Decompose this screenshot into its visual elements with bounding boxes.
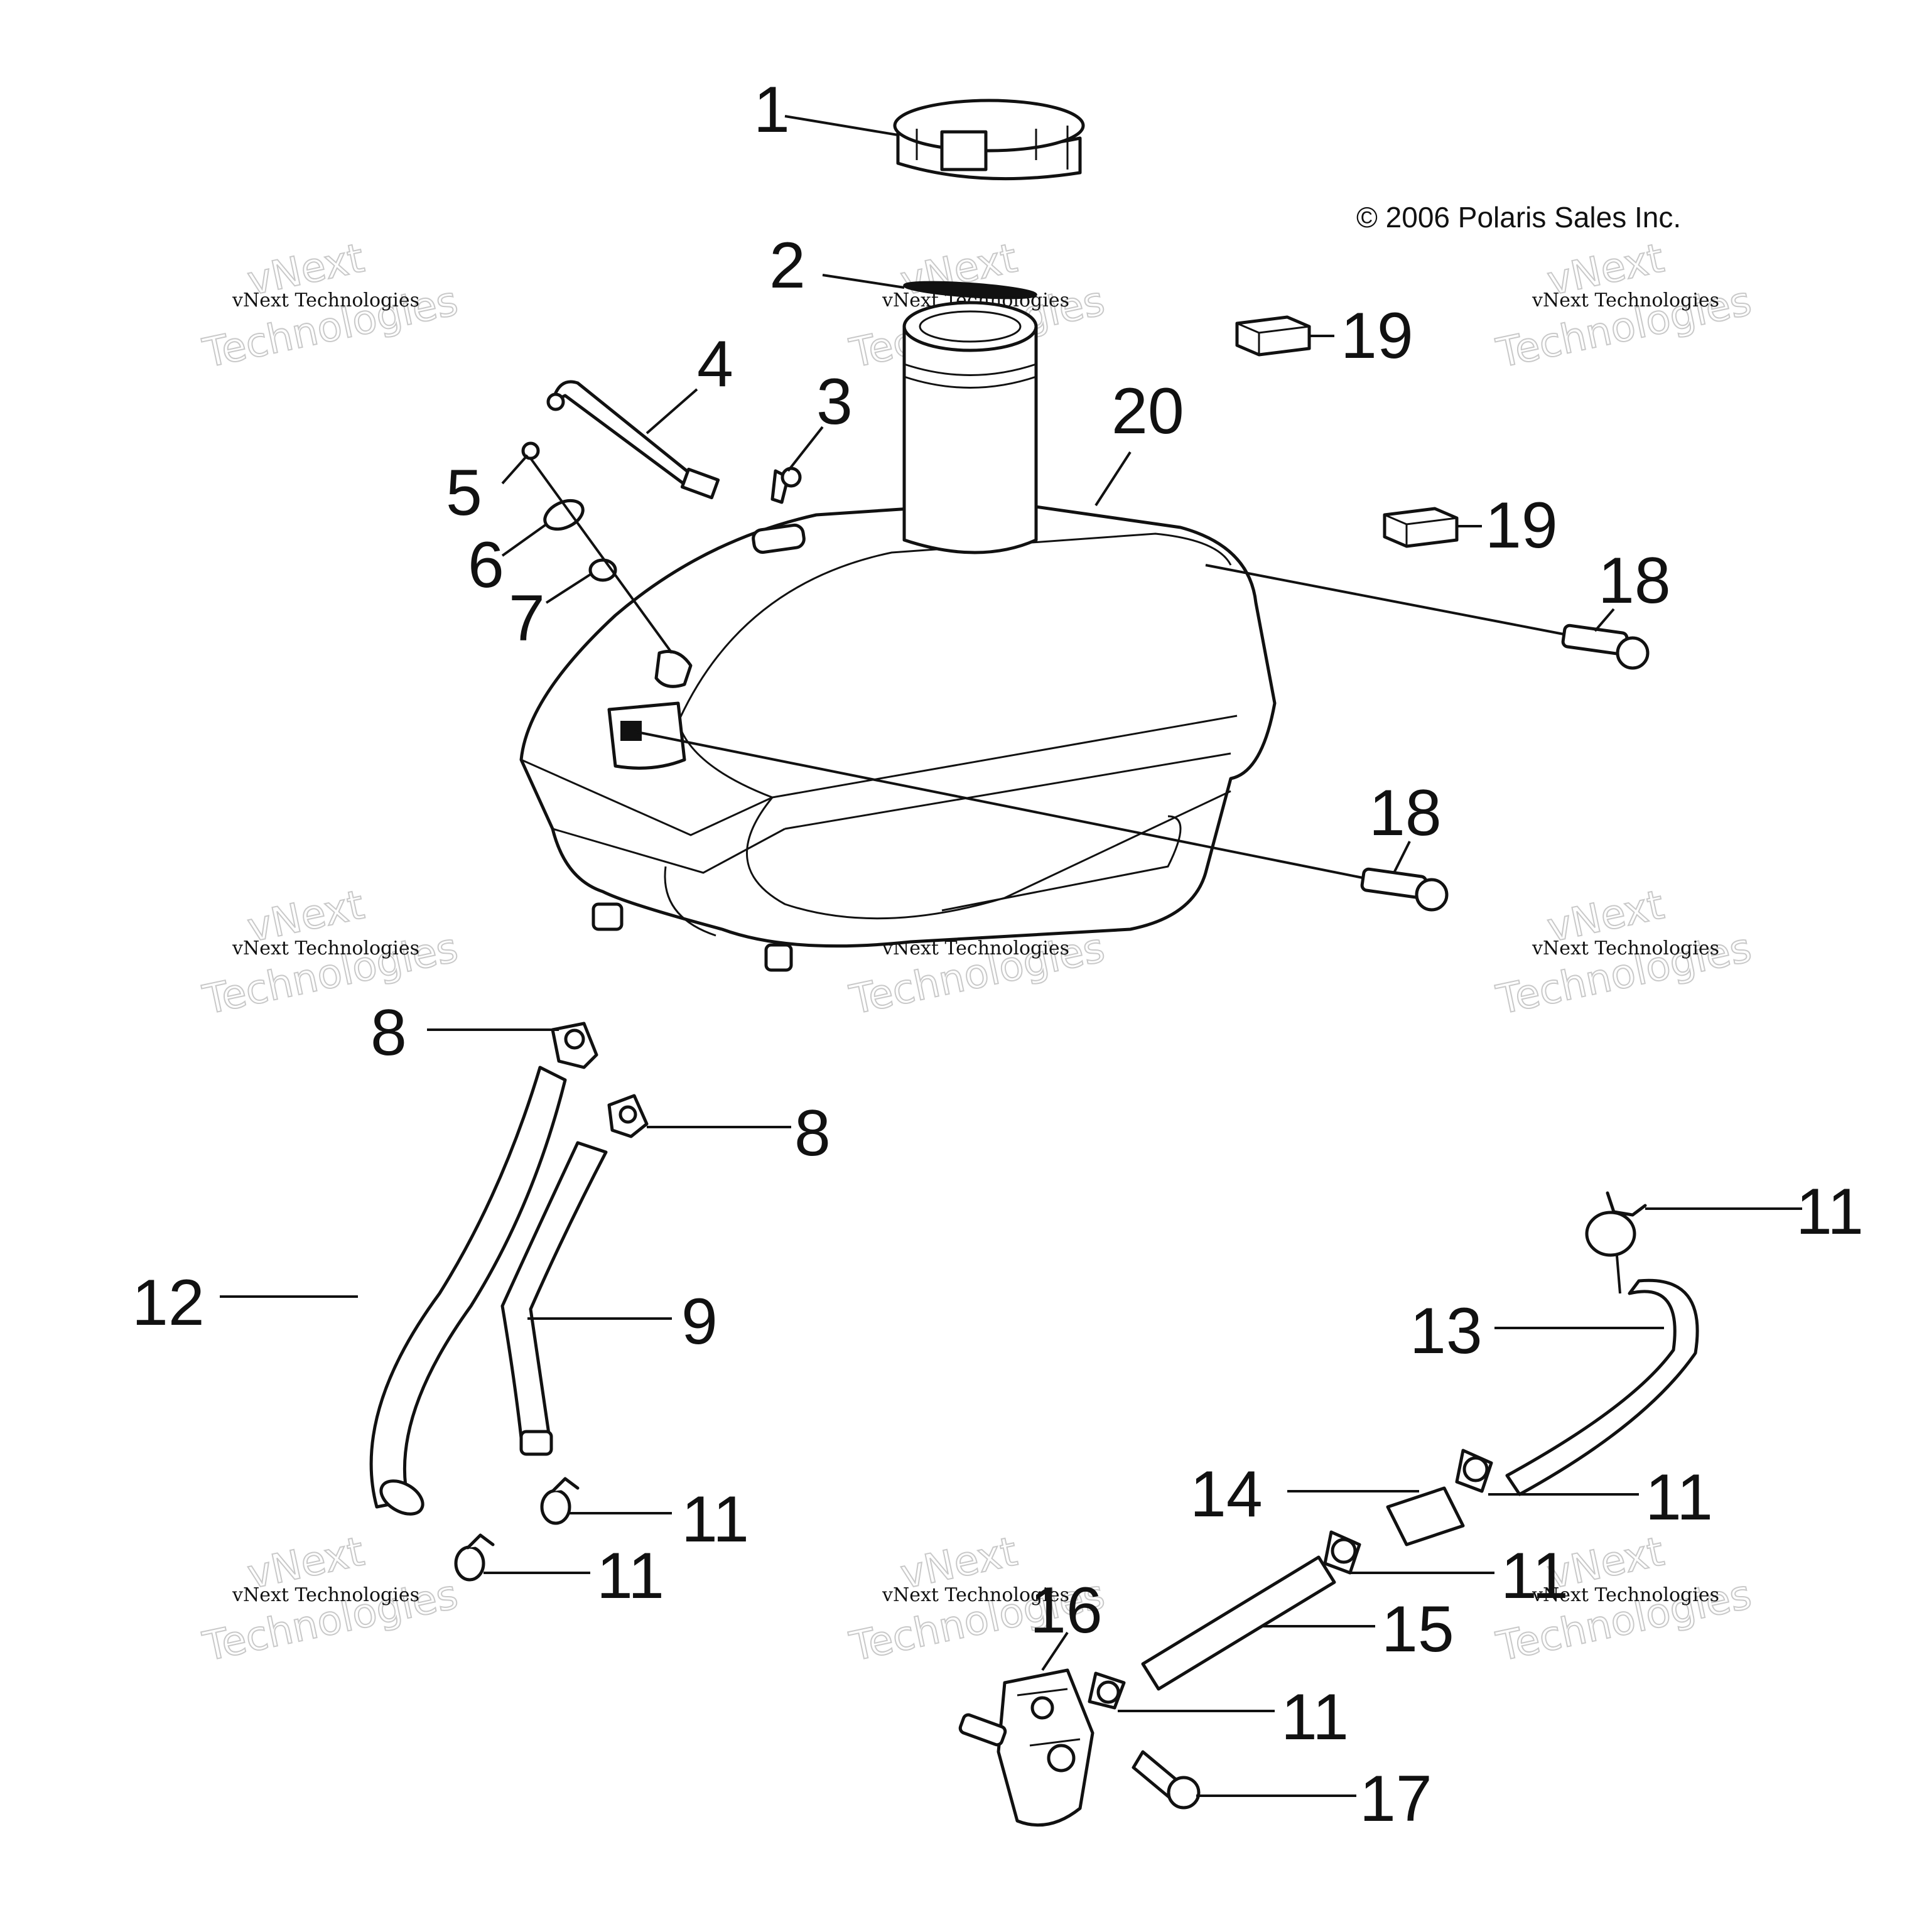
svg-text:vNext Technologies: vNext Technologies: [882, 1584, 1069, 1606]
callout-label: 11: [1281, 1681, 1349, 1754]
callout-label: 14: [1190, 1458, 1263, 1531]
svg-text:vNext Technologies: vNext Technologies: [232, 1584, 419, 1606]
callout-label: 4: [697, 328, 733, 401]
hose-clip-part: [1323, 1530, 1361, 1575]
fuel-tank-part: [519, 301, 1277, 972]
leader-line: [787, 426, 824, 472]
copyright-notice: © 2006 Polaris Sales Inc.: [1356, 201, 1681, 234]
bolt-part: [1132, 1750, 1201, 1810]
watermark: Technologies vNext Technologies vNext: [198, 881, 463, 1024]
hose-clip-part: [1585, 1191, 1647, 1257]
svg-text:vNext Technologies: vNext Technologies: [1532, 1584, 1719, 1606]
callout-label: 20: [1111, 375, 1184, 448]
callout-label: 6: [468, 529, 504, 602]
leader-line: [1616, 1255, 1621, 1294]
clip-part: [770, 467, 802, 504]
pad-part: [1383, 507, 1459, 548]
callout-label: 18: [1369, 777, 1442, 850]
callout-label: 11: [1645, 1461, 1713, 1534]
svg-text:vNext Technologies: vNext Technologies: [232, 937, 419, 959]
leader-line: [529, 457, 673, 654]
watermark: Technologies vNext Technologies vNext: [1492, 234, 1756, 377]
leader-line: [784, 115, 899, 136]
leader-line: [646, 388, 698, 434]
watermark: Technologies vNext Technologies vNext: [198, 234, 463, 377]
leader-line: [1094, 451, 1132, 507]
callout-labels: 1 2 3 4 5 6 7 8 8 9 11 11 11 11 11 11 12…: [132, 73, 1864, 1835]
hose-clip-part: [540, 1477, 580, 1525]
svg-text:vNext Technologies: vNext Technologies: [1532, 289, 1719, 311]
callout-label: 8: [370, 996, 407, 1069]
callout-label: 16: [1030, 1574, 1103, 1647]
callout-label: 2: [769, 229, 806, 302]
gasket-part: [903, 281, 1037, 300]
leader-line: [545, 573, 592, 604]
bolt-part: [1561, 623, 1650, 670]
bolt-part: [1360, 867, 1449, 912]
clamp-part: [551, 1022, 598, 1069]
vent-tube-part: [546, 380, 720, 500]
filter-part: [1386, 1486, 1465, 1546]
watermark: Technologies vNext Technologies vNext: [198, 1528, 463, 1671]
leader-line: [634, 730, 1363, 879]
callout-label: 9: [681, 1285, 718, 1358]
clamp-part: [607, 1094, 649, 1138]
callout-label: 19: [1341, 300, 1413, 372]
leader-line: [1205, 564, 1564, 635]
callout-label: 11: [681, 1483, 749, 1556]
callout-label: 15: [1381, 1593, 1454, 1666]
callout-label: 17: [1359, 1762, 1432, 1835]
callout-label: 3: [816, 365, 853, 438]
callout-label: 5: [446, 456, 482, 529]
pad-part: [1235, 315, 1311, 357]
callout-label: 19: [1485, 489, 1558, 562]
svg-text:vNext Technologies: vNext Technologies: [1532, 937, 1719, 959]
callout-label: 13: [1410, 1295, 1483, 1368]
leader-line: [501, 523, 548, 557]
washer-part: [543, 499, 585, 531]
hose-clip-part: [454, 1533, 495, 1582]
watermark: Technologies vNext Technologies vNext: [1492, 881, 1756, 1024]
callout-label: 12: [132, 1266, 205, 1339]
hose-end: [379, 1479, 424, 1516]
leader-line: [822, 274, 905, 289]
callout-label: 11: [1501, 1540, 1569, 1612]
callout-label: 11: [1796, 1175, 1864, 1248]
hose-end: [519, 1430, 553, 1456]
fuel-valve-part: [958, 1668, 1094, 1827]
hose-clip-part: [1088, 1671, 1126, 1710]
fuel-cap-part: [893, 99, 1085, 181]
hose-clip-part: [1455, 1449, 1493, 1493]
svg-text:vNext Technologies: vNext Technologies: [232, 289, 419, 311]
leader-line: [1041, 1631, 1069, 1671]
callout-label: 7: [509, 582, 545, 655]
callout-label: 8: [794, 1097, 831, 1170]
leader-line: [501, 454, 529, 485]
callout-label: 18: [1598, 544, 1671, 617]
leader-lines: [220, 115, 1802, 1797]
leader-line: [1594, 608, 1615, 632]
callout-label: 11: [597, 1540, 664, 1612]
hose-part: [1141, 1555, 1336, 1691]
leader-line: [1393, 841, 1411, 873]
callout-label: 1: [754, 73, 790, 146]
